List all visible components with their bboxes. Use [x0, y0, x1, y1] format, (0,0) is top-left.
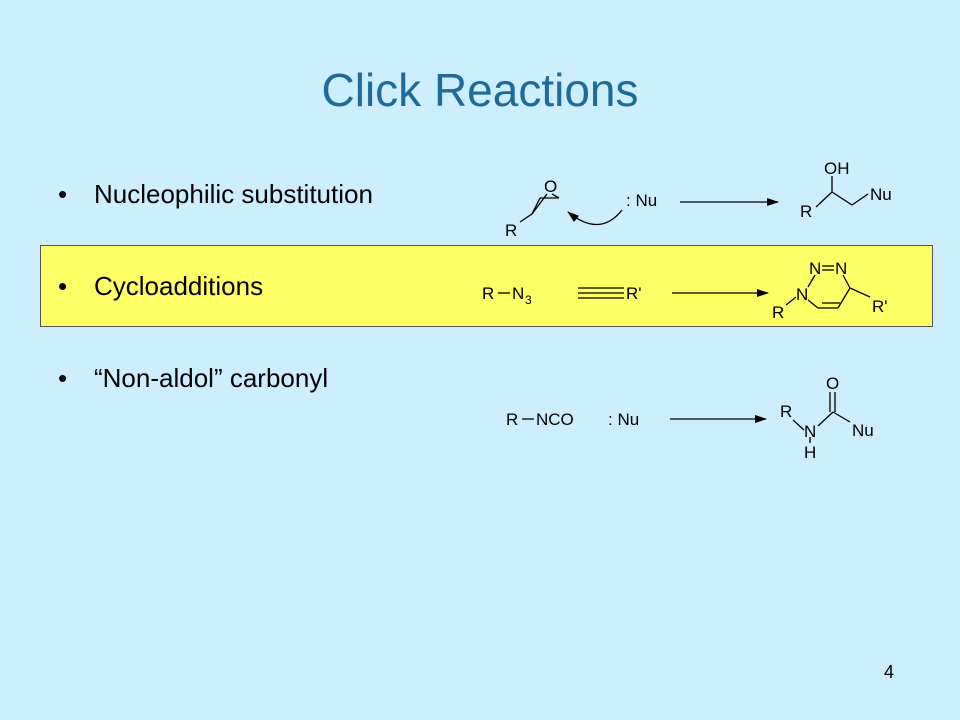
azide-subscript: 3 [525, 293, 532, 307]
bullet-text: “Non-aldol” carbonyl [94, 363, 329, 393]
triazole-bond [842, 274, 851, 289]
urea-bond [832, 411, 851, 423]
reaction-substitution [519, 176, 869, 226]
urea-bond [792, 419, 805, 431]
urea-oxygen: O [826, 374, 839, 393]
bullet-marker: • [58, 363, 68, 393]
triazole-bond [807, 299, 819, 309]
slide-title: Click Reactions [321, 64, 639, 116]
triazole-r: R [772, 303, 784, 322]
bullet-cycloadditions: • Cycloadditions [58, 270, 263, 302]
product-bond [815, 191, 833, 208]
bullet-text: Nucleophilic substitution [94, 179, 373, 209]
azide-n: N [512, 284, 524, 303]
product-nu: Nu [870, 185, 892, 204]
product-bond [831, 191, 853, 206]
epoxide-oxygen: O [544, 177, 557, 196]
bullet-marker: • [58, 179, 68, 209]
bullet-marker: • [58, 271, 68, 301]
product-oh: OH [824, 159, 850, 178]
bullet-non-aldol-carbonyl: • “Non-aldol” carbonyl [58, 362, 328, 394]
triazole-n2: N [835, 259, 847, 278]
curved-arrow [567, 209, 623, 226]
page-number: 4 [884, 662, 895, 682]
urea-bond [817, 411, 834, 427]
product-r: R [800, 202, 812, 221]
bullet-text: Cycloadditions [94, 271, 264, 301]
reaction-carbonyl [522, 392, 851, 443]
urea-n: N [804, 422, 816, 441]
triazole-bond [807, 274, 816, 288]
isocyanate-nco: NCO [536, 410, 574, 429]
triazole-rprime-bond [849, 287, 871, 298]
highlight-box [40, 245, 933, 327]
reaction-cycloaddition [498, 265, 871, 309]
nucleophile-label: : Nu [608, 410, 639, 429]
triazole-n3: N [796, 285, 808, 304]
epoxide-r: R [505, 221, 517, 240]
epoxide-bond [531, 193, 548, 215]
triazole-rprime: R' [872, 297, 888, 316]
urea-h: H [804, 443, 816, 462]
urea-r: R [780, 402, 792, 421]
bullet-nucleophilic-substitution: • Nucleophilic substitution [58, 178, 373, 210]
isocyanate-r: R [506, 410, 518, 429]
epoxide-r-bond [519, 213, 533, 223]
product-bond [851, 193, 869, 206]
triazole-bond [837, 287, 851, 309]
epoxide-bond [551, 193, 560, 199]
triazole-r-bond [785, 296, 797, 306]
nucleophile-label: : Nu [626, 191, 657, 210]
triazole-n1: N [809, 259, 821, 278]
alkyne-rprime: R' [626, 284, 642, 303]
azide-r: R [482, 284, 494, 303]
urea-nu: Nu [852, 421, 874, 440]
